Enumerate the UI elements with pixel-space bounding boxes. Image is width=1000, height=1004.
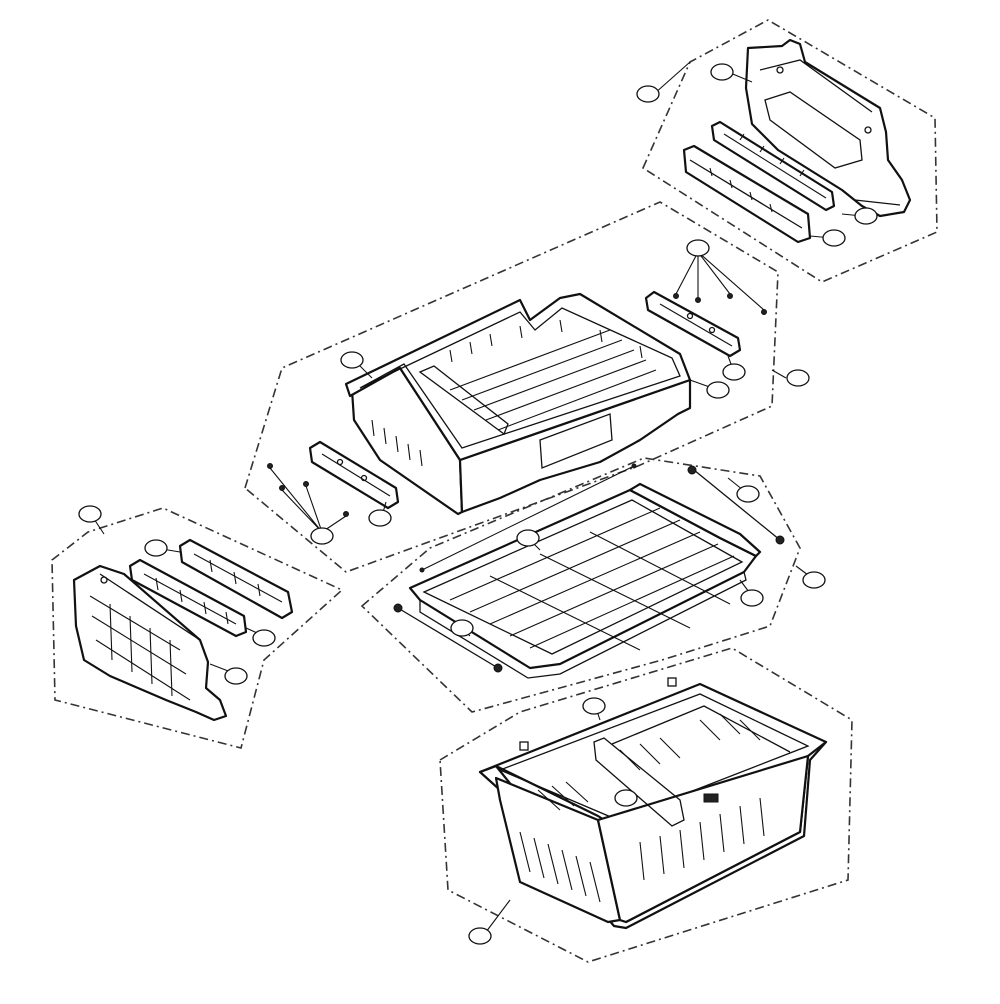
callout-17 [516, 529, 540, 547]
callout-16 [736, 485, 760, 503]
callout-1 [636, 85, 660, 103]
rear-bracket-part [744, 38, 912, 218]
callout-3 [854, 207, 878, 225]
left-rail-strip-lower-part [128, 558, 248, 638]
group-boundary-middle-shelf-assembly [360, 457, 801, 713]
callout-12 [78, 505, 102, 523]
group-boundary-lower-drawer-assembly [439, 647, 853, 963]
callout-11 [310, 527, 334, 545]
callout-20 [450, 619, 474, 637]
callout-5 [686, 239, 710, 257]
callout-10 [368, 509, 392, 527]
callout-8 [706, 381, 730, 399]
callout-23 [468, 927, 492, 945]
callout-6 [786, 369, 810, 387]
callout-21 [582, 697, 606, 715]
upper-drawer-slide-right-part [644, 290, 742, 358]
callout-bubbles [78, 63, 878, 945]
callout-18 [802, 571, 826, 589]
callout-19 [740, 589, 764, 607]
callout-15 [224, 667, 248, 685]
rail-strip-upper-part [710, 120, 836, 212]
group-boundary-upper-drawer-assembly [244, 201, 779, 573]
lower-drawer-bin-part [478, 677, 828, 930]
callout-22 [614, 789, 638, 807]
screw-set-upper-right [673, 251, 767, 315]
shelf-roller-right-part [687, 465, 785, 545]
shelf-roller-left-part [393, 603, 503, 673]
upper-drawer-basket-part [344, 292, 692, 516]
callout-14 [252, 629, 276, 647]
upper-drawer-slide-left-part [308, 440, 400, 510]
callout-13 [144, 539, 168, 557]
shelf-tray-part [408, 482, 762, 679]
shelf-rod-part [419, 463, 637, 573]
callout-7 [340, 351, 364, 369]
callout-2 [710, 63, 734, 81]
screw-set-upper-left [267, 463, 349, 533]
left-rail-strip-upper-part [178, 538, 294, 620]
callout-9 [722, 363, 746, 381]
callout-4 [822, 229, 846, 247]
front-left-bracket-part [72, 564, 228, 722]
rail-strip-lower-part [682, 144, 812, 244]
